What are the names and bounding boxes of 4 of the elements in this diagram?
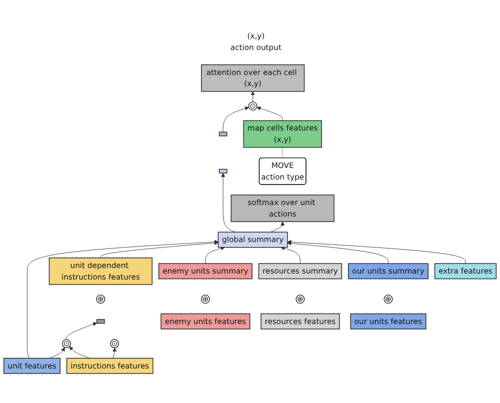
node-bar <box>96 319 105 324</box>
node-bar <box>218 132 228 136</box>
connector <box>282 147 284 158</box>
node-bar <box>218 168 228 174</box>
